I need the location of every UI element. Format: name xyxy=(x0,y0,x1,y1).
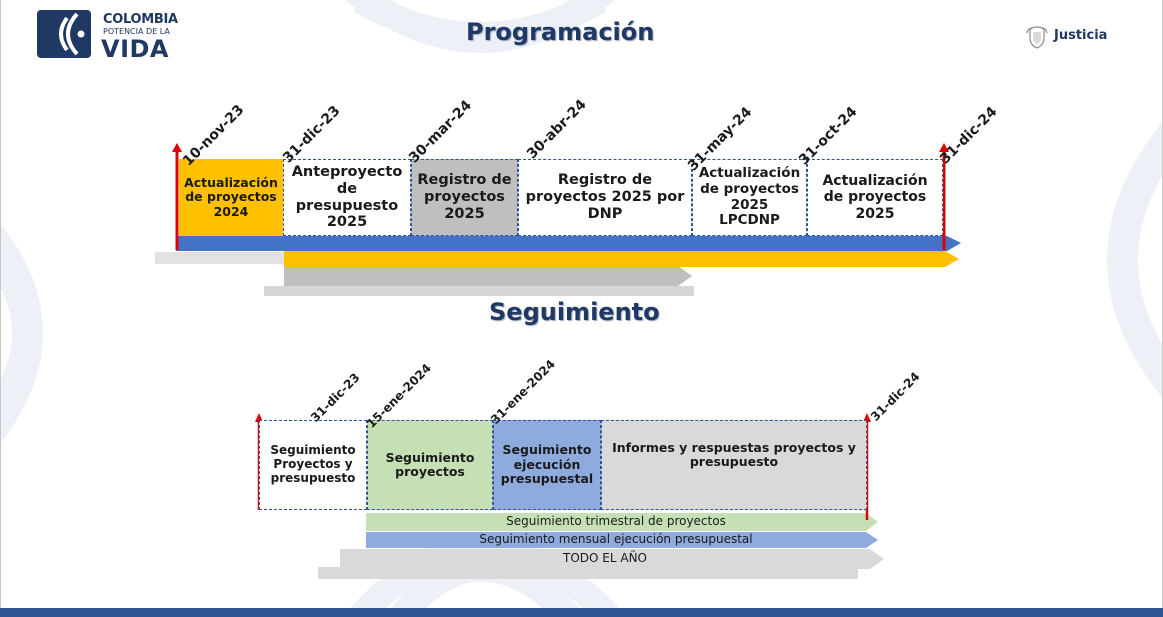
coat-of-arms-icon xyxy=(1026,26,1048,49)
phase-line: Seguimiento xyxy=(385,449,475,465)
left-border xyxy=(0,0,1,617)
phase-actualizacion-lpcdnp: Actualización de proyectos 2025 LPCDNP xyxy=(692,159,807,236)
red-marker-arrowhead xyxy=(863,413,871,422)
blurred-shadow-bar xyxy=(318,567,858,579)
phase-line: proyectos xyxy=(424,189,505,206)
phase-line: Proyectos y xyxy=(273,457,353,472)
phase-anteproyecto-2025: Anteproyecto de presupuesto 2025 xyxy=(283,159,411,236)
gray-arrow-bar xyxy=(340,549,884,569)
logo-line-3: VIDA xyxy=(101,35,169,63)
gray-arrow-bar xyxy=(284,266,692,286)
phase-line: 2025 xyxy=(855,205,895,222)
phase-line: de xyxy=(336,180,358,197)
phase-line: presupuesto xyxy=(295,197,399,214)
phase-informes-respuestas: Informes y respuestas proyectos y presup… xyxy=(601,420,867,510)
bar-label-trimestral: Seguimiento trimestral de proyectos xyxy=(506,514,726,528)
phase-line: DNP xyxy=(587,205,623,222)
phase-line: 2025 xyxy=(730,196,769,213)
justicia-label: Justicia xyxy=(1054,28,1108,43)
blue-arrow-bar xyxy=(366,532,878,548)
footer-bar xyxy=(0,608,1163,617)
phase-line: de proyectos xyxy=(823,189,927,206)
red-marker-arrowhead xyxy=(939,143,949,152)
phase-line: Anteproyecto xyxy=(291,164,403,181)
logo-line-1: COLOMBIA xyxy=(103,12,178,27)
phase-line: Registro de xyxy=(557,172,653,189)
phase-line: Seguimiento xyxy=(502,442,592,458)
green-arrow-bar xyxy=(366,513,878,531)
phase-line: presupuestal xyxy=(500,471,594,487)
phase-line: Seguimiento xyxy=(270,443,356,458)
justicia-brand: Justicia xyxy=(1026,25,1126,51)
logo-mark-icon xyxy=(37,10,91,58)
phase-line: Actualización xyxy=(698,165,801,182)
phase-line: presupuesto xyxy=(270,470,356,485)
phase-line: Actualización xyxy=(184,174,278,190)
phase-seguimiento-proyectos: Seguimiento proyectos xyxy=(367,420,493,510)
phase-line: 2025 xyxy=(444,205,485,222)
phase-line: proyectos 2025 por xyxy=(525,189,685,206)
red-marker-arrowhead xyxy=(255,413,263,422)
seguimiento-title: Seguimiento xyxy=(489,298,660,326)
blurred-shadow-bar xyxy=(264,286,694,296)
colombia-potencia-logo: COLOMBIA POTENCIA DE LA VIDA xyxy=(37,10,178,63)
phase-registro-2025: Registro de proyectos 2025 xyxy=(411,159,518,236)
yellow-arrow-bar xyxy=(284,251,959,267)
red-marker-arrowhead xyxy=(172,143,182,152)
phase-seguimiento-proyectos-presupuesto: Seguimiento Proyectos y presupuesto xyxy=(259,420,367,510)
phase-registro-dnp: Registro de proyectos 2025 por DNP xyxy=(518,159,692,236)
phase-line: Informes y respuestas proyectos y xyxy=(612,440,856,455)
phase-actualizacion-2024: Actualización de proyectos 2024 xyxy=(179,159,283,236)
logo-line-2: POTENCIA DE LA xyxy=(103,27,170,36)
phase-actualizacion-2025: Actualización de proyectos 2025 xyxy=(807,159,943,236)
phase-line: de proyectos xyxy=(185,189,277,205)
phase-line: Registro de xyxy=(417,172,512,189)
phase-line: 2024 xyxy=(213,203,249,219)
phase-line: LPCDNP xyxy=(719,212,780,229)
bar-label-mensual: Seguimiento mensual ejecución presupuest… xyxy=(479,532,753,546)
phase-seguimiento-ejecucion: Seguimiento ejecución presupuestal xyxy=(493,420,601,510)
phase-line: de proyectos xyxy=(700,180,799,197)
bar-label-todo: TODO EL AÑO xyxy=(563,551,647,565)
programacion-title: Programación xyxy=(466,18,655,46)
phase-line: proyectos xyxy=(395,464,465,479)
phase-line: ejecución xyxy=(513,456,581,472)
phase-line: presupuesto xyxy=(689,454,779,470)
blue-arrow-bar xyxy=(176,236,961,251)
phase-line: Actualización xyxy=(822,173,928,190)
phase-line: 2025 xyxy=(326,214,368,231)
